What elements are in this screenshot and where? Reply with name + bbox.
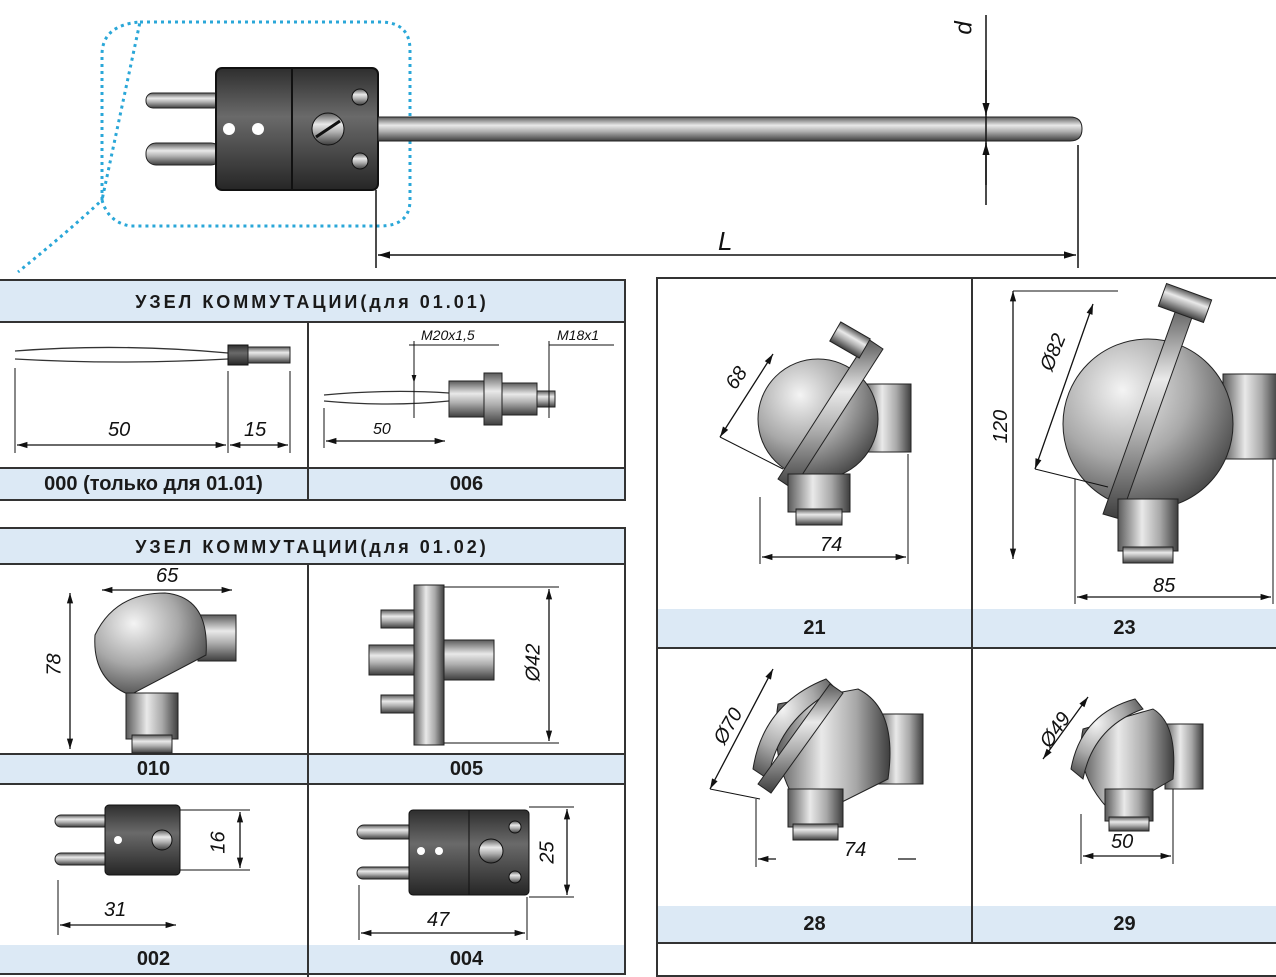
caption-head-21: 21 (658, 609, 971, 647)
probe-svg (17, 15, 1083, 274)
dim-L: L (718, 226, 733, 256)
probe-rod (377, 116, 1083, 142)
dim-d: d (950, 21, 978, 35)
dim-002-height: 16 (207, 831, 230, 854)
dim-005-diameter: Ø42 (522, 643, 545, 682)
panel-01-01-header: УЗЕЛ КОММУТАЦИИ(для 01.01) (0, 281, 624, 323)
caption-head-23: 23 (973, 609, 1276, 647)
connector-body (215, 67, 379, 191)
caption-002: 002 (0, 945, 307, 973)
dim-006-length: 50 (373, 421, 391, 438)
dim-004-width: 47 (427, 909, 450, 931)
top-drawing: d L (0, 0, 1276, 275)
dim-29-width: 50 (1111, 831, 1134, 853)
caption-010: 010 (0, 755, 307, 783)
dim-002-width: 31 (104, 899, 127, 921)
caption-000: 000 (только для 01.01) (0, 469, 307, 499)
cell-head-28: Ø70 74 (658, 649, 971, 904)
caption-head-28: 28 (658, 906, 971, 942)
dim-010-width: 65 (156, 565, 179, 587)
dim-000-sleeve: 15 (244, 419, 267, 441)
dim-010-height: 78 (43, 653, 66, 676)
dim-23-width: 85 (1153, 575, 1176, 597)
pin-bottom (145, 142, 222, 166)
dim-006-thread-2: M18x1 (557, 327, 600, 343)
panel-switching-01-01: УЗЕЛ КОММУТАЦИИ(для 01.01) 50 15 000 (то… (0, 279, 626, 501)
dim-006-thread-1: M20x1,5 (421, 327, 475, 343)
cell-000: 50 15 (0, 323, 307, 467)
panel-01-02-header: УЗЕЛ КОММУТАЦИИ(для 01.02) (0, 529, 624, 565)
dim-000-length: 50 (108, 419, 131, 441)
pin-top (145, 92, 222, 109)
caption-head-29: 29 (973, 906, 1276, 942)
dim-004-height: 25 (536, 841, 559, 864)
cell-002: 16 31 (0, 785, 307, 943)
dim-28-width: 74 (844, 839, 867, 861)
cell-006: M20x1,5 M18x1 50 (309, 323, 624, 467)
cell-010: 65 78 (0, 565, 307, 754)
panel-switching-01-02: УЗЕЛ КОММУТАЦИИ(для 01.02) 65 78 010 Ø42 (0, 527, 626, 977)
cell-004: 25 47 (309, 785, 624, 943)
dim-23-height: 120 (990, 409, 1013, 444)
panel-connection-heads: 68 74 21 Ø82 120 85 23 (656, 277, 1276, 977)
caption-005: 005 (309, 755, 624, 783)
cell-head-21: 68 74 (658, 279, 971, 607)
cell-head-29: Ø49 50 (973, 649, 1276, 904)
cell-head-23: Ø82 120 85 (973, 279, 1276, 607)
cell-005: Ø42 (309, 565, 624, 753)
caption-004: 004 (309, 945, 624, 973)
dim-21-width: 74 (820, 534, 843, 556)
caption-006: 006 (309, 469, 624, 499)
